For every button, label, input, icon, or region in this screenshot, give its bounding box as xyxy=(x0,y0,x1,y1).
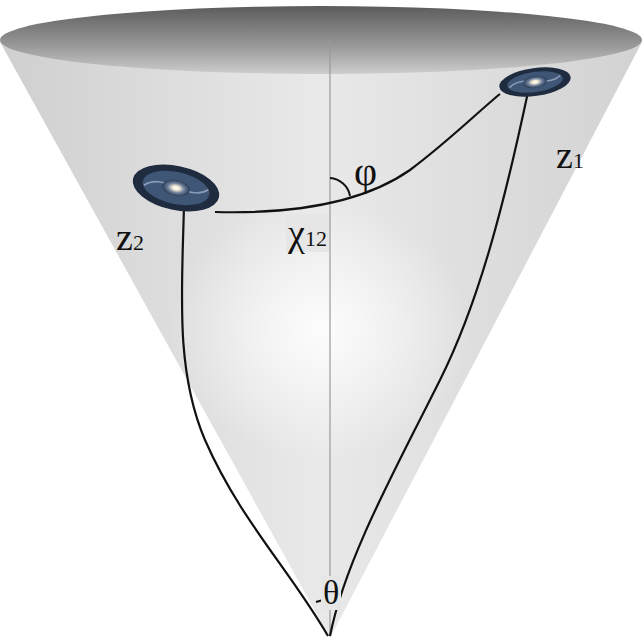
light-ray xyxy=(330,92,528,636)
galaxy xyxy=(497,63,572,101)
math-label: z2 xyxy=(116,218,144,256)
light-ray xyxy=(182,205,328,636)
angle-arc xyxy=(330,178,350,196)
cone-body xyxy=(0,42,642,638)
separation-curve xyxy=(215,94,500,212)
math-label: z1 xyxy=(556,136,584,174)
cone-axis xyxy=(329,40,330,636)
math-label: φ xyxy=(354,152,377,192)
cone-top xyxy=(0,6,642,74)
galaxy xyxy=(128,157,223,218)
math-label: θ xyxy=(321,576,341,610)
cone-glow xyxy=(170,200,470,460)
math-label: χ12 xyxy=(286,214,329,252)
